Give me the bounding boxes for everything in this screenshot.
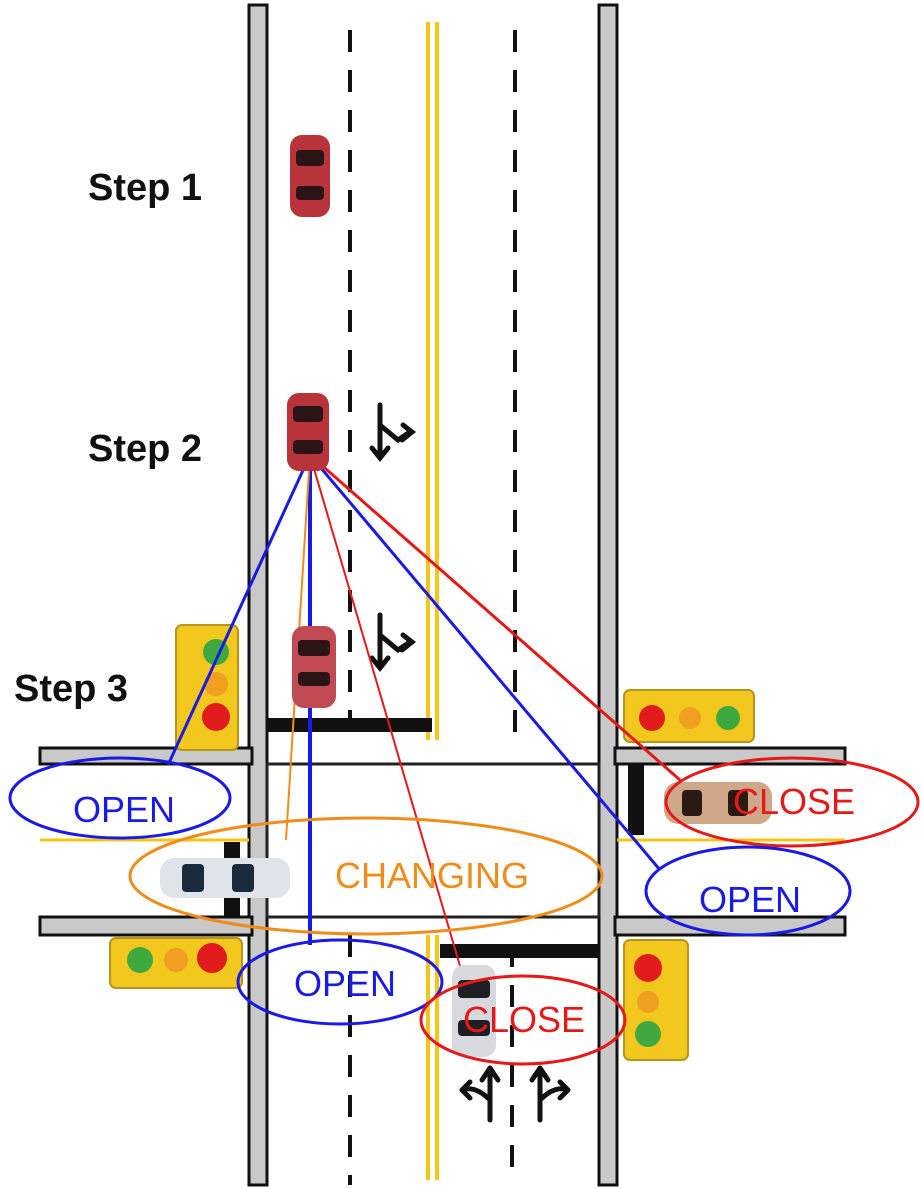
car-icon-step1 <box>290 135 330 217</box>
car-icon-west <box>160 858 290 898</box>
step-3-label: Step 3 <box>14 668 129 710</box>
traffic-light-icon-southwest <box>109 937 243 989</box>
stop-bar-north <box>267 718 432 732</box>
sight-line-red-south <box>309 454 471 1001</box>
state-label-open-west: OPEN <box>73 789 175 830</box>
lane-turn-arrow-icon-2 <box>369 612 417 673</box>
traffic-light-icon-southeast <box>623 939 689 1061</box>
lane-turn-arrow-icon-1 <box>369 402 417 463</box>
state-label-close-south: CLOSE <box>463 999 585 1040</box>
traffic-light-icon-northwest <box>175 624 239 751</box>
lane-turn-arrow-icon-3 <box>459 1065 501 1123</box>
car-icon-south <box>452 965 496 1057</box>
state-open-east: OPEN <box>644 845 852 937</box>
stop-bar-south <box>440 944 600 958</box>
state-label-close-east: CLOSE <box>733 781 855 822</box>
state-open-west: OPEN <box>8 756 232 840</box>
stop-bar-east <box>628 765 644 835</box>
state-open-south: OPEN <box>236 938 444 1026</box>
state-label-open-south: OPEN <box>294 963 396 1004</box>
state-label-open-east: OPEN <box>699 879 801 920</box>
step-2-label: Step 2 <box>88 428 203 470</box>
intersection-box <box>265 762 601 919</box>
step-1-label: Step 1 <box>88 167 203 209</box>
car-icon-east <box>664 782 772 824</box>
lane-markings <box>40 22 845 1185</box>
state-label-changing: CHANGING <box>335 855 529 896</box>
sight-line-blue-east <box>308 454 662 871</box>
road-edge-bottom-west <box>38 915 254 937</box>
sight-line-red-east <box>309 453 681 782</box>
state-close-south: CLOSE <box>419 974 627 1066</box>
traffic-light-icon-northeast <box>623 689 755 743</box>
road-edge-top-east <box>613 746 847 766</box>
car-icon-step2 <box>287 393 329 471</box>
road-edge-right <box>597 3 619 1187</box>
state-close-east: CLOSE <box>664 756 920 848</box>
car-icon-step3 <box>292 626 336 708</box>
sight-line-blue-west <box>166 454 312 766</box>
lane-turn-arrow-icon-4 <box>529 1065 571 1123</box>
state-changing-center: CHANGING <box>128 816 604 936</box>
